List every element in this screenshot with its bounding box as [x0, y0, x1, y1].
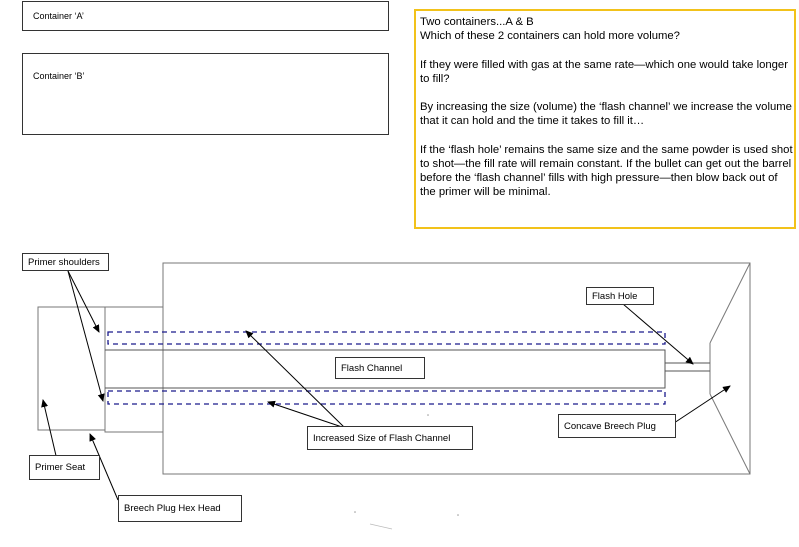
label-breech-plug-hex-head: Breech Plug Hex Head — [118, 495, 242, 522]
arrow-primer-shoulders-2 — [67, 270, 105, 402]
label-primer-seat-text: Primer Seat — [35, 462, 86, 473]
label-flash-channel: Flash Channel — [335, 357, 425, 379]
note-line-2: Which of these 2 containers can hold mor… — [420, 30, 680, 43]
primer-seat-block — [37, 306, 106, 431]
label-concave-breech-plug-text: Concave Breech Plug — [564, 420, 656, 432]
arrow-hex-head — [89, 433, 119, 501]
label-concave-breech-plug: Concave Breech Plug — [558, 414, 676, 438]
arrow-flash-hole — [622, 303, 694, 365]
label-breech-plug-hex-head-text: Breech Plug Hex Head — [124, 503, 221, 514]
breech-plug-body — [162, 262, 751, 475]
arrow-primer-seat — [41, 399, 58, 461]
label-increased-size: Increased Size of Flash Channel — [307, 426, 473, 450]
label-primer-shoulders-text: Primer shoulders — [28, 256, 100, 268]
arrow-increased-2 — [267, 400, 346, 429]
container-b-label: Container ‘B’ — [33, 71, 85, 81]
container-a: Container ‘A’ — [22, 1, 389, 31]
container-b: Container ‘B’ — [22, 53, 389, 135]
arrow-concave-plug — [670, 385, 731, 426]
note-paragraph-2: If they were filled with gas at the same… — [420, 58, 788, 85]
label-primer-seat: Primer Seat — [29, 455, 100, 480]
label-increased-size-text: Increased Size of Flash Channel — [313, 432, 451, 444]
label-flash-hole: Flash Hole — [586, 287, 654, 305]
arrow-increased-1 — [245, 330, 346, 429]
explanation-note: Two containers...A & B Which of these 2 … — [414, 9, 796, 229]
label-primer-shoulders: Primer shoulders — [22, 253, 109, 271]
label-flash-hole-text: Flash Hole — [592, 290, 638, 302]
container-a-label: Container ‘A’ — [33, 11, 84, 21]
hex-head-block — [104, 306, 164, 433]
note-line-1: Two containers...A & B — [420, 16, 534, 28]
increased-channel-outline — [107, 331, 666, 405]
note-paragraph-3: By increasing the size (volume) the ‘fla… — [420, 101, 792, 128]
arrow-primer-shoulders-1 — [67, 270, 100, 333]
note-paragraph-4: If the ‘flash hole’ remains the same siz… — [420, 143, 793, 199]
label-flash-channel-text: Flash Channel — [341, 362, 403, 374]
